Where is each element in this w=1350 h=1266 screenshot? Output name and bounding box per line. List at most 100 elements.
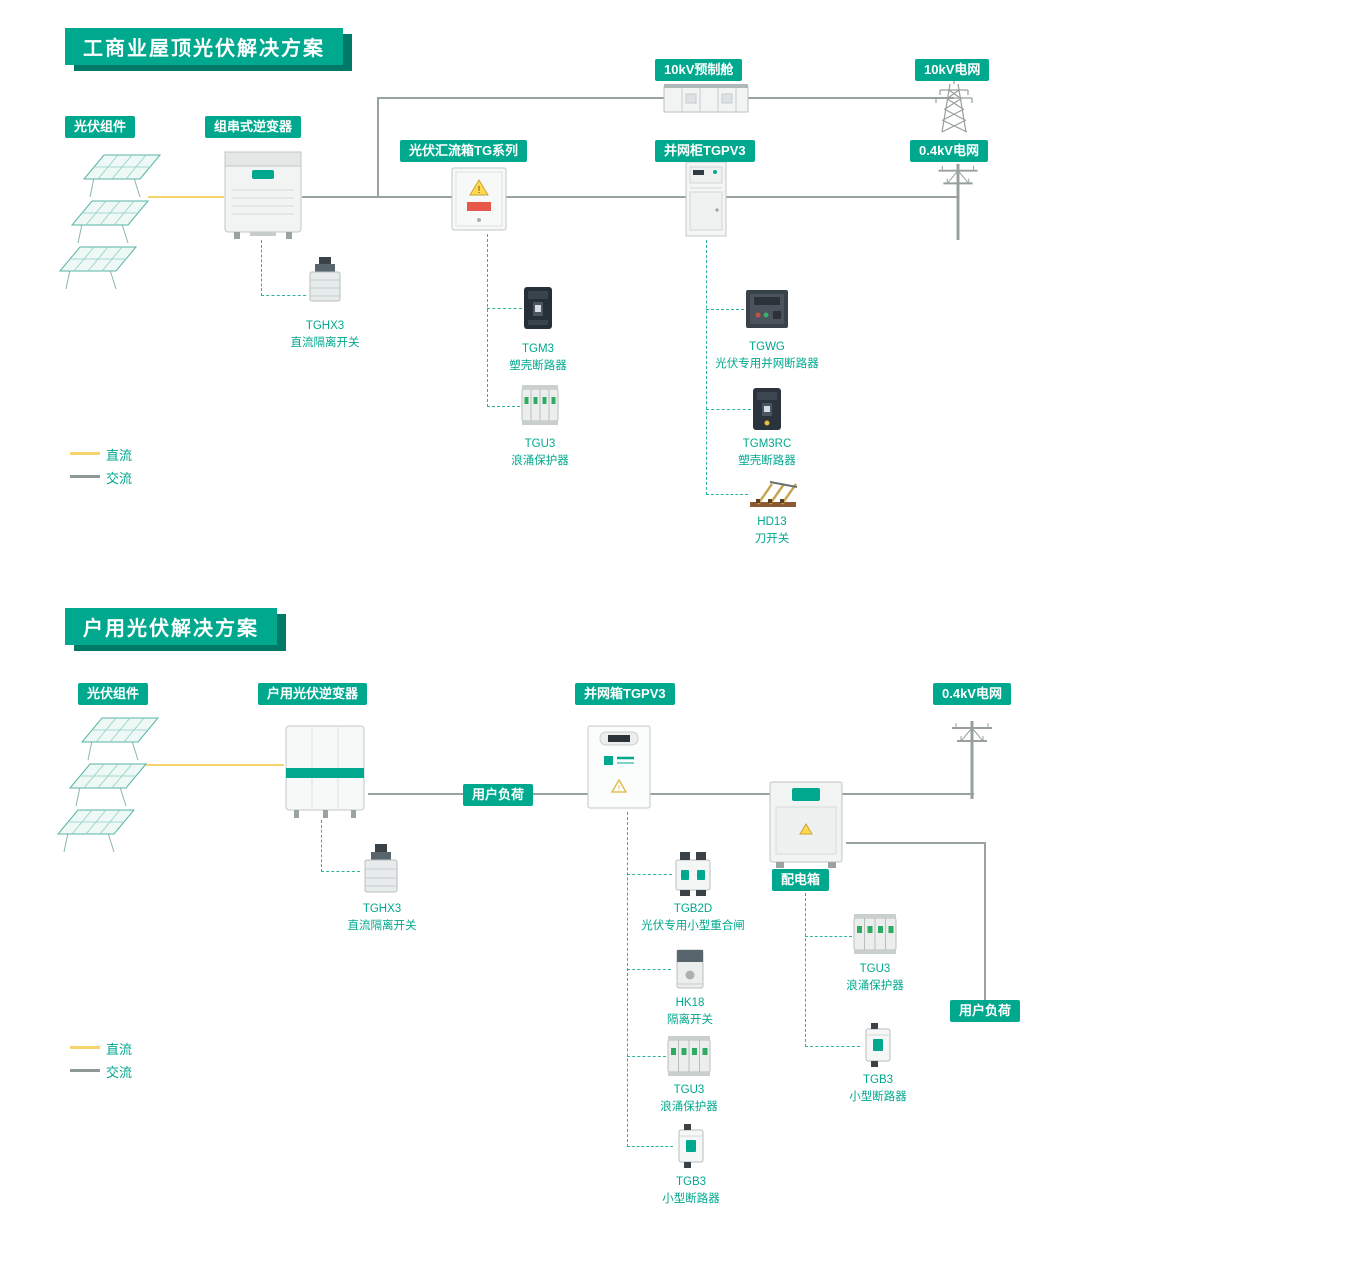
distribution-box-illustration xyxy=(766,780,846,870)
tgu3-spd-illustration xyxy=(852,911,898,957)
pv-array-illustration xyxy=(56,716,216,856)
callout-line xyxy=(627,874,672,875)
component-desc: 浪涌保护器 xyxy=(660,1100,718,1113)
component-desc: 小型断路器 xyxy=(662,1192,720,1205)
legend-dc-swatch xyxy=(70,452,100,455)
legend-ac-swatch xyxy=(70,475,100,478)
component-caption: TGU3 浪涌保护器 xyxy=(609,1082,769,1115)
component-desc: 隔离开关 xyxy=(667,1013,713,1026)
component-caption: TGWG 光伏专用并网断路器 xyxy=(687,339,847,372)
component-desc: 浪涌保护器 xyxy=(511,454,569,467)
callout-line xyxy=(321,871,360,872)
legend-dc-label: 直流 xyxy=(106,1042,133,1057)
component-desc: 塑壳断路器 xyxy=(509,359,567,372)
tgb3-mcb-illustration xyxy=(673,1122,709,1170)
ac-line-load-branch-v xyxy=(984,842,986,1004)
pv-array-illustration xyxy=(58,153,218,293)
tghx3-switch-illustration xyxy=(306,255,344,305)
callout-line xyxy=(706,409,751,410)
tag-user-load-right: 用户负荷 xyxy=(950,1000,1021,1023)
callout-line xyxy=(261,240,262,296)
callout-line xyxy=(706,494,748,495)
tgwg-acb-illustration xyxy=(744,288,790,330)
dc-line-pv-to-inverter xyxy=(148,196,224,198)
legend-ac-swatch xyxy=(70,1069,100,1072)
tag-grid-box: 并网箱TGPV3 xyxy=(575,683,675,706)
hk18-isolator-illustration xyxy=(671,946,709,992)
section1-title: 工商业屋顶光伏解决方案 xyxy=(65,28,343,65)
component-caption: TGB3 小型断路器 xyxy=(798,1072,958,1105)
tag-grid-04kv: 0.4kV电网 xyxy=(910,140,988,163)
component-model: TGU3 xyxy=(673,1084,705,1096)
component-desc: 小型断路器 xyxy=(849,1090,907,1103)
callout-line xyxy=(805,1046,860,1047)
callout-line xyxy=(321,820,322,872)
residential-inverter-illustration xyxy=(282,722,368,820)
tgm3-breaker-illustration xyxy=(522,285,554,331)
component-caption: TGU3 浪涌保护器 xyxy=(460,436,620,469)
tag-pv-modules: 光伏组件 xyxy=(78,683,149,706)
component-model: TGU3 xyxy=(524,438,556,450)
component-model: TGM3 xyxy=(522,343,554,355)
component-model: HK18 xyxy=(675,997,705,1009)
callout-line xyxy=(706,240,707,495)
component-model: TGB3 xyxy=(862,1074,894,1086)
component-caption: TGHX3 直流隔离开关 xyxy=(245,318,405,351)
component-desc: 刀开关 xyxy=(754,532,790,545)
component-model: TGB2D xyxy=(673,903,713,915)
tag-grid-04kv: 0.4kV电网 xyxy=(933,683,1011,706)
legend-dc-swatch xyxy=(70,1046,100,1049)
tgb3-mcb-illustration xyxy=(860,1021,896,1069)
grid-cabinet-illustration xyxy=(684,160,728,240)
callout-line xyxy=(627,969,671,970)
ac-line-load-branch-h xyxy=(846,842,986,844)
section1-title-banner: 工商业屋顶光伏解决方案 xyxy=(65,28,352,71)
component-desc: 直流隔离开关 xyxy=(290,336,360,349)
callout-line xyxy=(627,1056,666,1057)
component-caption: TGB2D 光伏专用小型重合闸 xyxy=(613,901,773,934)
utility-pole-illustration xyxy=(936,158,980,242)
component-desc: 塑壳断路器 xyxy=(738,454,796,467)
component-model: HD13 xyxy=(757,516,787,528)
tgu3-spd-illustration xyxy=(666,1033,712,1079)
tag-grid-cabinet: 并网柜TGPV3 xyxy=(655,140,755,163)
tgb2d-recloser-illustration xyxy=(672,850,714,898)
component-model: TGB3 xyxy=(675,1176,707,1188)
tag-combiner-box: 光伏汇流箱TG系列 xyxy=(400,140,528,163)
component-caption: TGHX3 直流隔离开关 xyxy=(302,901,462,934)
tag-user-load-mid: 用户负荷 xyxy=(463,784,534,807)
callout-line xyxy=(487,234,488,407)
component-caption: HD13 刀开关 xyxy=(692,514,852,547)
tag-string-inverter: 组串式逆变器 xyxy=(205,116,302,139)
svg-text:!: ! xyxy=(618,784,620,793)
ac-line-main xyxy=(368,793,974,795)
component-caption: TGB3 小型断路器 xyxy=(611,1174,771,1207)
component-caption: HK18 隔离开关 xyxy=(610,995,770,1028)
ac-line-main xyxy=(302,196,958,198)
component-caption: TGM3RC 塑壳断路器 xyxy=(687,436,847,469)
callout-line xyxy=(627,812,628,1147)
callout-line xyxy=(706,309,744,310)
callout-line xyxy=(627,1146,673,1147)
component-desc: 光伏专用小型重合闸 xyxy=(641,919,745,932)
component-model: TGWG xyxy=(749,341,785,353)
component-model: TGHX3 xyxy=(305,320,345,332)
prefab-cabin-illustration xyxy=(662,82,750,115)
callout-line xyxy=(805,893,806,1047)
legend-ac-label: 交流 xyxy=(106,1065,133,1080)
combiner-box-illustration: ! xyxy=(450,166,508,234)
component-model: TGHX3 xyxy=(362,903,402,915)
tag-residential-inverter: 户用光伏逆变器 xyxy=(258,683,368,706)
callout-line xyxy=(261,295,306,296)
transmission-tower-illustration xyxy=(930,74,978,134)
tag-prefab-cabin: 10kV预制舱 xyxy=(655,59,743,82)
tag-dist-box: 配电箱 xyxy=(772,869,830,892)
component-caption: TGM3 塑壳断路器 xyxy=(458,341,618,374)
tag-pv-modules: 光伏组件 xyxy=(65,116,136,139)
legend-ac-label: 交流 xyxy=(106,471,133,486)
grid-box-illustration: ! xyxy=(586,724,652,812)
dc-line-pv-to-inverter xyxy=(146,764,284,766)
utility-pole-illustration xyxy=(950,714,994,802)
component-desc: 光伏专用并网断路器 xyxy=(715,357,819,370)
